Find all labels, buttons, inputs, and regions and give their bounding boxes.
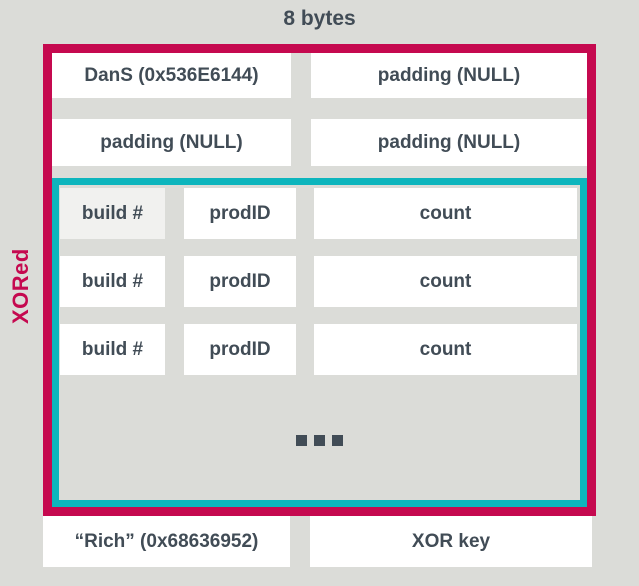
ellipsis-dot [314,435,325,446]
entry-2-count: count [314,256,577,307]
entry-1-count: count [314,188,577,239]
entry-2-build-number: build # [60,256,165,307]
entry-3-build-number: build # [60,324,165,375]
field-dans-signature: DanS (0x536E6144) [52,53,291,98]
entry-1-prod-id: prodID [184,188,296,239]
entry-2-prod-id: prodID [184,256,296,307]
ellipsis-dots [59,435,580,446]
field-padding-2: padding (NULL) [52,119,291,166]
entry-3-count: count [314,324,577,375]
xored-label: XORed [8,248,33,324]
xored-region-border: DanS (0x536E6144) padding (NULL) padding… [43,44,596,516]
ellipsis-dot [296,435,307,446]
ellipsis-dot [332,435,343,446]
entries-region-border: build # prodID count build # prodID coun… [52,178,587,507]
field-padding-3: padding (NULL) [311,119,587,166]
width-label: 8 bytes [283,7,356,30]
field-xor-key: XOR key [310,516,592,567]
field-padding-1: padding (NULL) [311,53,587,98]
field-rich-signature: “Rich” (0x68636952) [43,516,290,567]
entry-1-build-number: build # [60,188,165,239]
entry-3-prod-id: prodID [184,324,296,375]
